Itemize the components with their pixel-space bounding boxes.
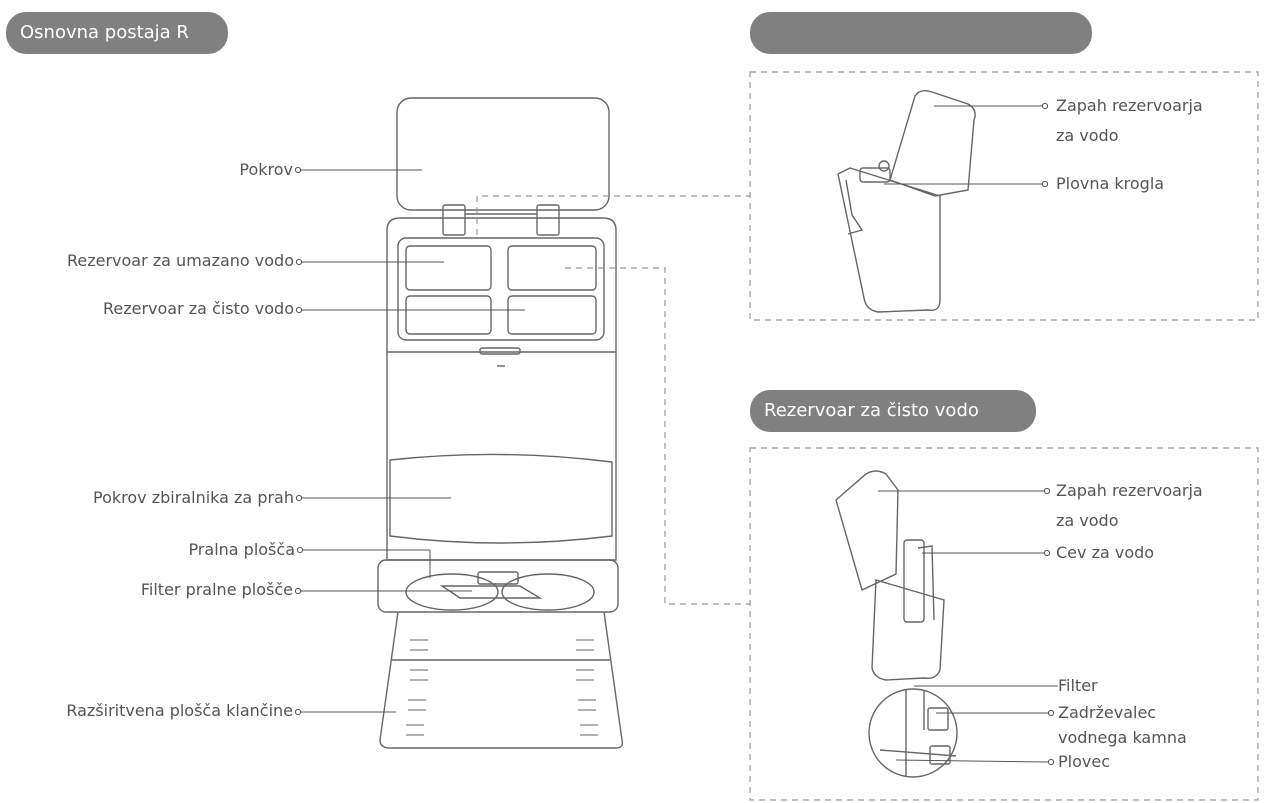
wash-plate-outline xyxy=(377,559,619,613)
dustbin-cover-outline xyxy=(389,453,613,544)
clean-tank-lid-outline xyxy=(835,470,899,591)
label-ramp-extension: Razširitvena plošča klančine xyxy=(66,701,293,720)
label-filter: Filter xyxy=(1058,676,1098,695)
label-scale-inhibitor-line2: vodnega kamna xyxy=(1058,728,1187,747)
label-dirty-tank-latch-line2: za vodo xyxy=(1056,126,1119,145)
zoom-circle xyxy=(868,688,958,778)
base-station-heading: Osnovna postaja R xyxy=(6,12,228,54)
clean-tank-detail-box xyxy=(749,447,1259,801)
station-lid-outline xyxy=(396,97,610,211)
dirty-tank-body-outline xyxy=(837,167,941,313)
label-scale-inhibitor-line1: Zadrževalec xyxy=(1058,703,1157,722)
dirty-tank-lid-outline xyxy=(889,89,976,197)
label-float-ball: Plovna krogla xyxy=(1056,174,1165,193)
label-float: Plovec xyxy=(1058,752,1110,771)
label-dirty-tank-latch-line1: Zapah rezervoarja xyxy=(1056,96,1203,115)
connector-dirty-tank xyxy=(476,195,750,235)
dirty-tank-heading xyxy=(750,12,1092,54)
connector-clean-tank xyxy=(565,267,750,605)
label-clean-tank: Rezervoar za čisto vodo xyxy=(102,299,294,318)
label-water-pipe: Cev za vodo xyxy=(1056,543,1155,562)
label-lid: Pokrov xyxy=(239,160,293,179)
clean-tank-heading: Rezervoar za čisto vodo xyxy=(750,390,1036,432)
ramp-outline xyxy=(379,611,624,749)
label-clean-tank-latch-line2: za vodo xyxy=(1056,511,1119,530)
label-wash-plate: Pralna plošča xyxy=(188,540,295,559)
label-wash-plate-filter: Filter pralne plošče xyxy=(140,580,293,599)
label-dustbin-cover: Pokrov zbiralnika za prah xyxy=(93,488,294,507)
label-clean-tank-latch-line1: Zapah rezervoarja xyxy=(1056,481,1203,500)
station-body-outline xyxy=(386,217,617,561)
clean-tank-body-outline xyxy=(871,579,945,681)
label-dirty-tank: Rezervoar za umazano vodo xyxy=(66,251,294,270)
